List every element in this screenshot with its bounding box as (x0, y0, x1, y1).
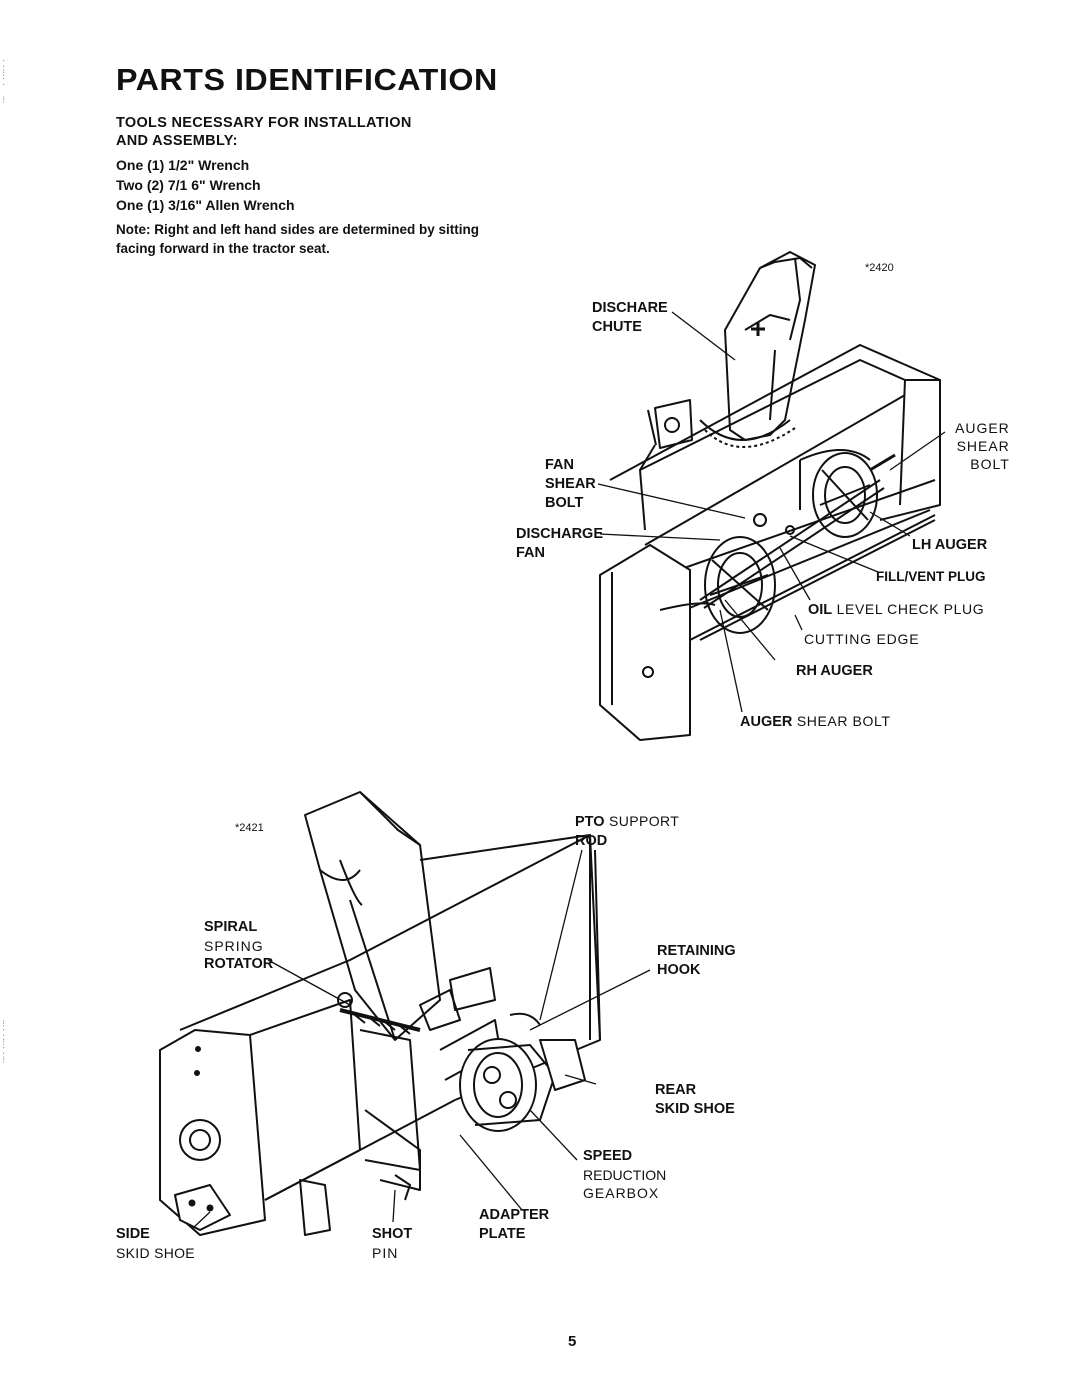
label-auger-shear-bolt-bottom: AUGER SHEAR BOLT (740, 712, 890, 732)
scan-speckle-bottom: ⁝⁚⁝⁚⁝ (2, 1019, 6, 1066)
label-oil-level-rest: LEVEL CHECK PLUG (836, 601, 985, 617)
page-title: PARTS IDENTIFICATION (116, 62, 498, 97)
label-spiral-spring-rotator: SPIRAL SPRING ROTATOR (204, 918, 273, 974)
label-rear-skid-shoe: REAR SKID SHOE (655, 1081, 735, 1119)
label-shot-pin: SHOT PIN (372, 1225, 412, 1262)
label-side-skid-shoe-text: SKID SHOE (116, 1245, 195, 1261)
label-shear-bolt-rest: SHEAR BOLT (796, 713, 891, 729)
label-hook: HOOK (657, 962, 701, 978)
label-pto-bold: PTO (575, 814, 605, 830)
label-discharge-chute-line2: CHUTE (592, 319, 642, 335)
label-retaining-hook: RETAINING HOOK (657, 942, 736, 980)
label-pto-support-rod: PTO SUPPORT ROD (575, 812, 679, 851)
tools-heading-line1: TOOLS NECESSARY FOR INSTALLATION (116, 115, 412, 131)
label-speed: SPEED (583, 1148, 633, 1164)
label-discharge-fan-line2: FAN (516, 545, 545, 561)
label-discharge-fan: DISCHARGE FAN (516, 525, 603, 563)
label-rotator: ROTATOR (204, 956, 274, 972)
label-fan-shear-bolt: FAN SHEAR BOLT (545, 456, 596, 513)
label-discharge-chute-line1: DISCHARE (592, 300, 668, 316)
label-discharge-chute: DISCHARE CHUTE (592, 299, 668, 337)
label-reduction: REDUCTION (583, 1167, 667, 1183)
label-shot: SHOT (372, 1226, 413, 1242)
label-plate: PLATE (479, 1226, 526, 1242)
note-line-2: facing forward in the tractor seat. (116, 241, 330, 256)
label-rh-auger: RH AUGER (796, 663, 873, 679)
figure-number-top: *2420 (865, 262, 894, 274)
label-rear-skid-shoe-text: SKID SHOE (655, 1101, 735, 1117)
tool-item: Two (2) 7/1 6" Wrench (116, 177, 261, 193)
label-auger-shear-bolt-right-line3: BOLT (970, 456, 1010, 472)
label-oil-level-check-plug: OIL LEVEL CHECK PLUG (808, 600, 984, 620)
label-speed-reduction-gearbox: SPEED REDUCTION GEARBOX (583, 1147, 666, 1202)
label-spring: SPRING (204, 938, 264, 954)
label-auger-shear-bolt-right: AUGER SHEAR BOLT (955, 419, 1010, 473)
label-fan-shear-bolt-line2: SHEAR (545, 476, 596, 492)
label-rear: REAR (655, 1082, 697, 1098)
label-rod: ROD (575, 833, 608, 849)
figure-number-bottom: *2421 (235, 822, 264, 834)
label-fill-vent-plug: FILL/VENT PLUG (876, 569, 986, 584)
label-side: SIDE (116, 1226, 150, 1242)
label-fan-shear-bolt-line1: FAN (545, 457, 574, 473)
tool-item: One (1) 1/2" Wrench (116, 157, 250, 173)
label-adapter: ADAPTER (479, 1207, 550, 1223)
tools-heading: TOOLS NECESSARY FOR INSTALLATION AND ASS… (116, 114, 412, 150)
label-cutting-edge: CUTTING EDGE (804, 631, 920, 647)
label-side-skid-shoe: SIDE SKID SHOE (116, 1225, 195, 1262)
label-pto-support: SUPPORT (609, 813, 680, 829)
label-auger-shear-bolt-right-line1: AUGER (955, 420, 1010, 436)
label-gearbox: GEARBOX (583, 1185, 660, 1201)
page-number: 5 (568, 1333, 577, 1350)
label-discharge-fan-line1: DISCHARGE (516, 526, 604, 542)
tool-item: One (1) 3/16" Allen Wrench (116, 197, 295, 213)
label-retaining: RETAINING (657, 943, 736, 959)
label-pin: PIN (372, 1245, 399, 1261)
label-spiral: SPIRAL (204, 919, 258, 935)
label-auger-shear-bolt-right-line2: SHEAR (956, 438, 1010, 454)
note-line-1: Note: Right and left hand sides are dete… (116, 222, 480, 237)
label-lh-auger: LH AUGER (912, 537, 988, 553)
label-oil-level-bold: OIL (808, 602, 833, 618)
label-auger-bold: AUGER (740, 714, 793, 730)
label-fan-shear-bolt-line3: BOLT (545, 495, 584, 511)
tools-heading-line2: AND ASSEMBLY: (116, 133, 238, 149)
scan-speckle-top: ⁚⁝⁚⁝ (2, 59, 6, 106)
label-adapter-plate: ADAPTER PLATE (479, 1206, 549, 1244)
